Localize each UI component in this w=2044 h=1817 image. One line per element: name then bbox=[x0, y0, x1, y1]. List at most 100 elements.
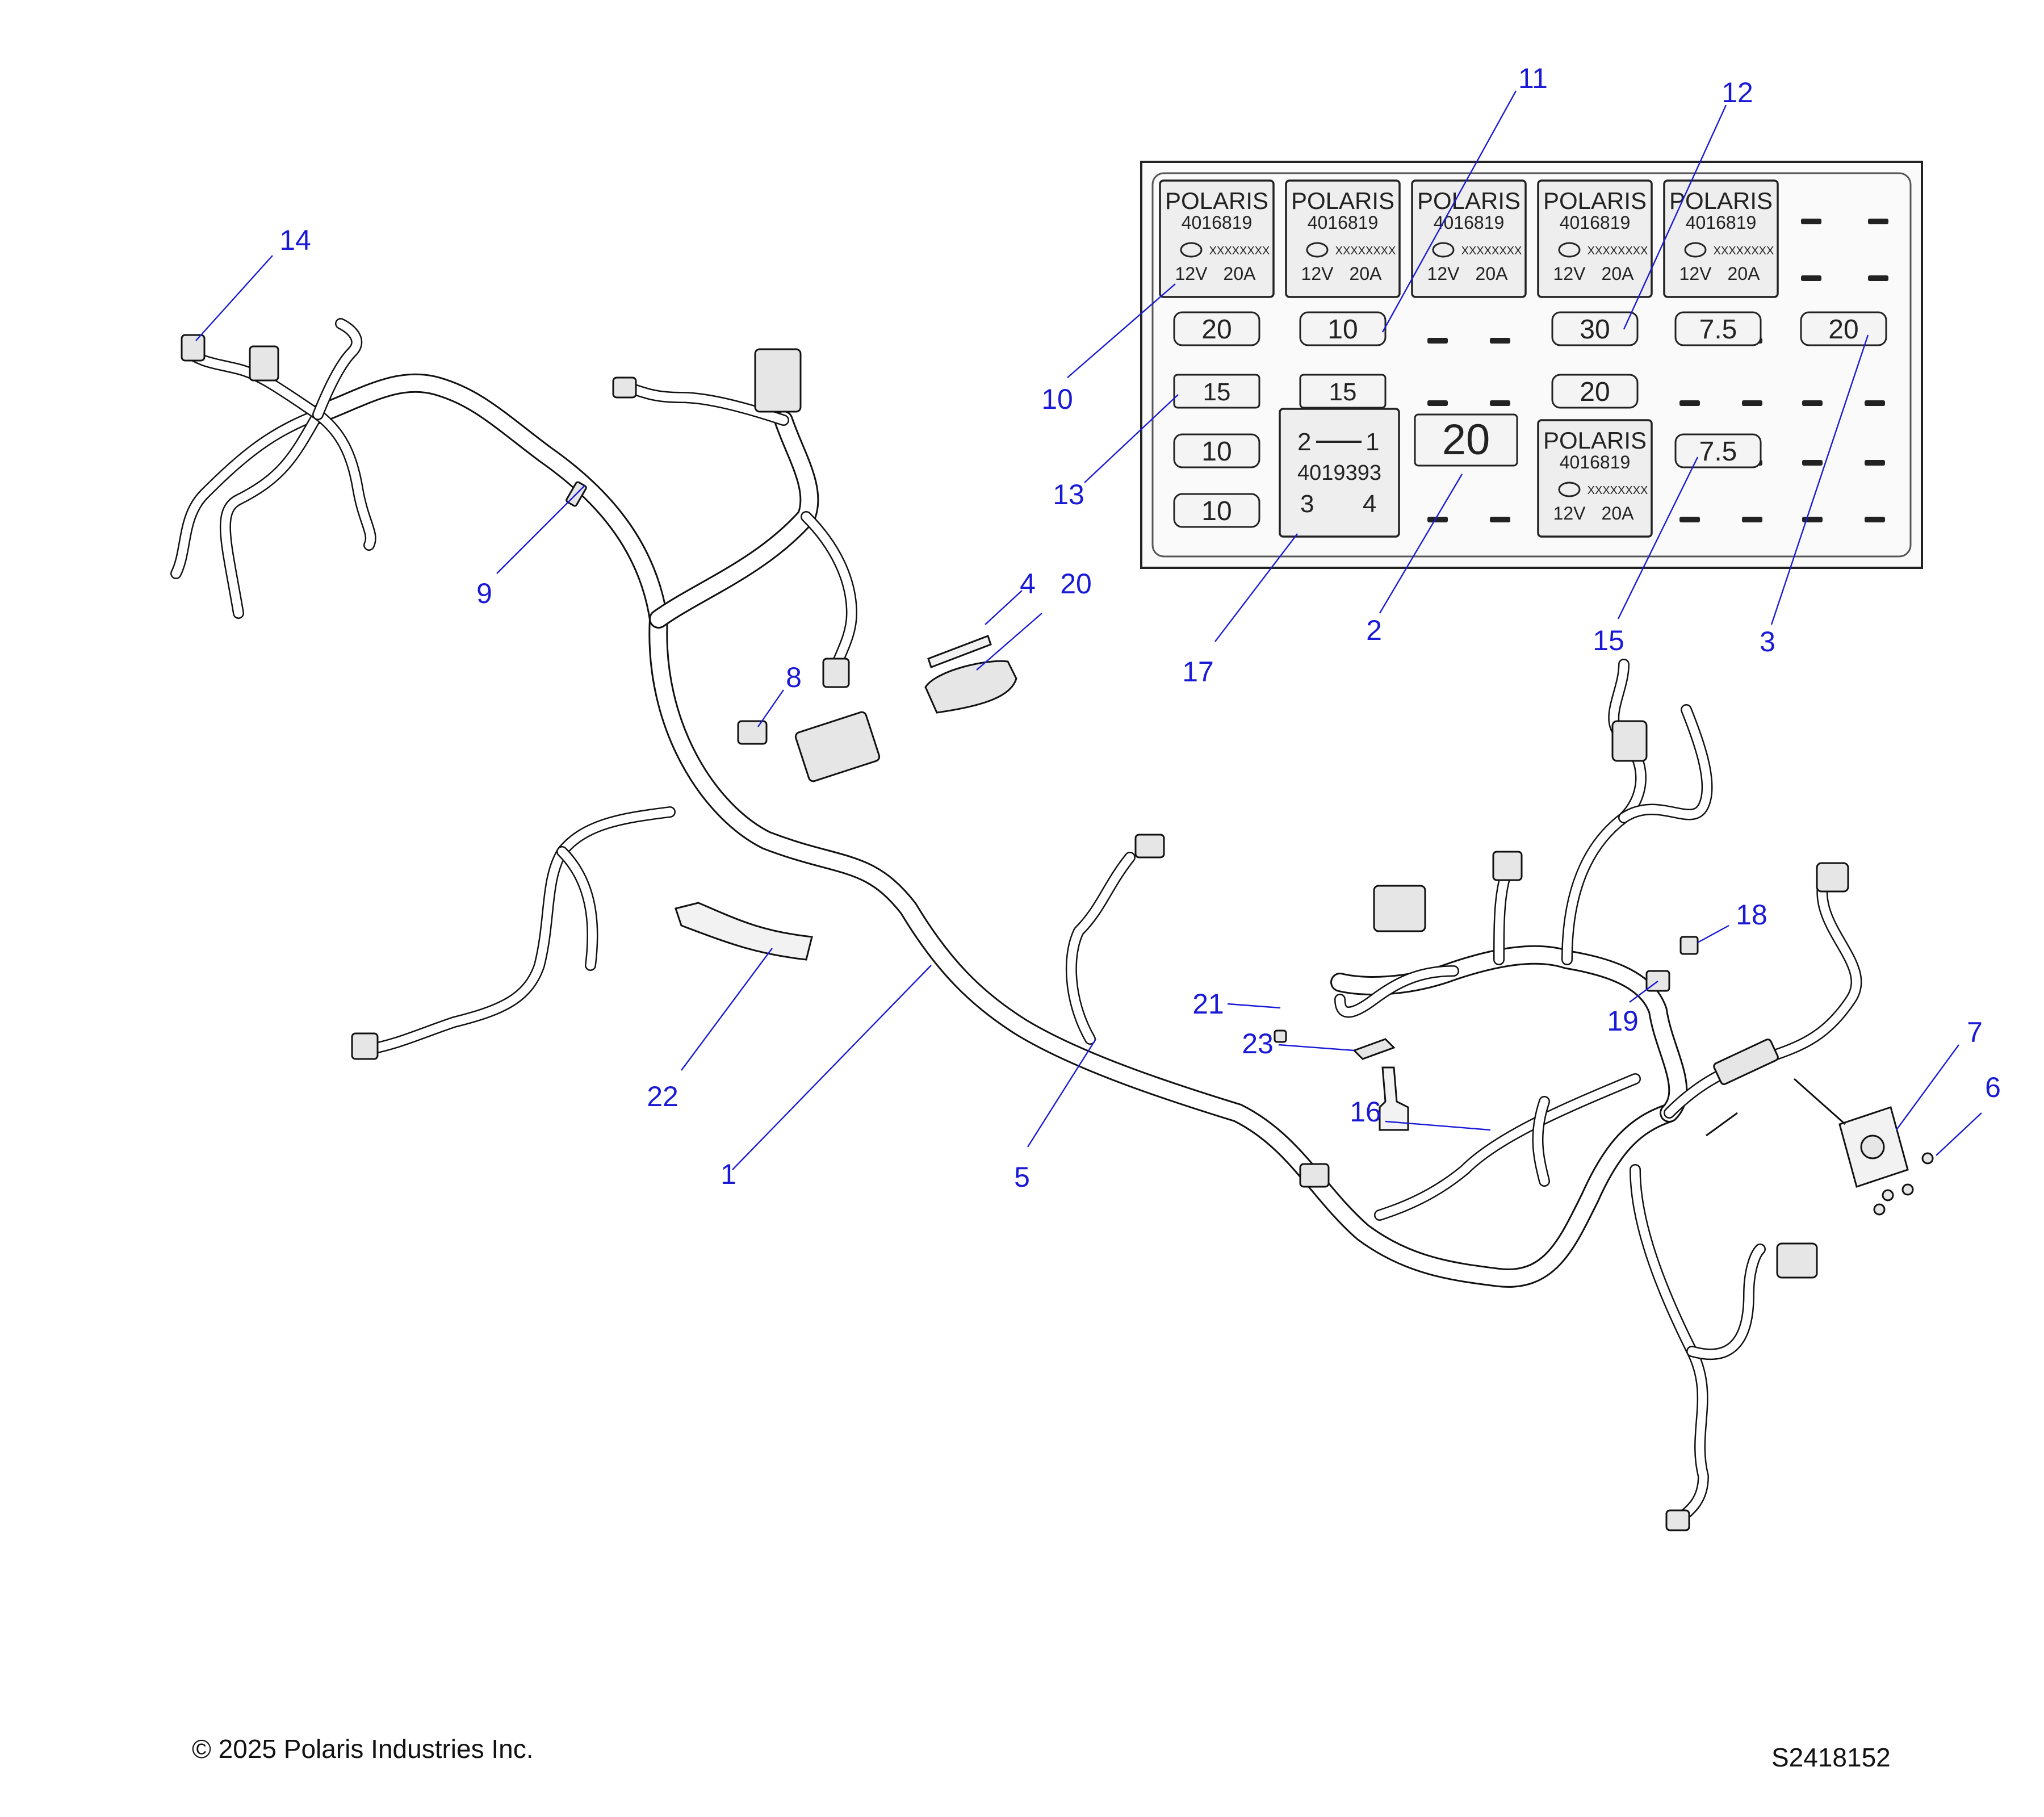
relay-code: XXXXXXXX bbox=[1335, 245, 1396, 257]
terminal-slot bbox=[1801, 219, 1821, 224]
terminal-slot bbox=[1865, 400, 1885, 406]
leader-line bbox=[1770, 334, 1869, 625]
part-callouts: 1 2 3 4 5 6 7 8 9 10 11 12 13 14 15 16 1 bbox=[195, 62, 2001, 1193]
leader-line bbox=[681, 948, 773, 1071]
relay-brand: POLARIS bbox=[1291, 187, 1394, 214]
leader-line bbox=[496, 485, 585, 574]
callout-5: 5 bbox=[1014, 1161, 1030, 1193]
relay-voltage: 12V bbox=[1553, 263, 1586, 284]
fuse: 7.5 bbox=[1674, 433, 1762, 468]
part-16-boot bbox=[1379, 1066, 1409, 1131]
fuse-rating: 20 bbox=[1442, 416, 1490, 464]
leader-line bbox=[985, 590, 1023, 625]
leader-line bbox=[976, 613, 1042, 671]
part-21-clip bbox=[1274, 1029, 1287, 1043]
terminal-slot bbox=[1801, 275, 1821, 281]
diode-pin: 4 bbox=[1363, 490, 1376, 518]
fuse-rating: 7.5 bbox=[1699, 315, 1737, 345]
terminal-slot bbox=[1802, 400, 1823, 406]
callout-17: 17 bbox=[1182, 656, 1214, 688]
upper-connector-block bbox=[754, 348, 802, 413]
fuse-rating: 7.5 bbox=[1699, 437, 1737, 467]
fuse: 20 bbox=[1800, 311, 1887, 346]
leader-line bbox=[1278, 1044, 1355, 1052]
relay-current: 20A bbox=[1602, 263, 1635, 284]
relay-current: 20A bbox=[1602, 503, 1635, 524]
callout-1: 1 bbox=[721, 1158, 736, 1190]
diode-pin: 2 bbox=[1297, 428, 1311, 456]
relay-voltage: 12V bbox=[1679, 263, 1712, 284]
callout-15: 15 bbox=[1593, 625, 1624, 656]
drawing-number: S2418152 bbox=[1771, 1743, 1891, 1772]
relay-current: 20A bbox=[1476, 263, 1509, 284]
relay-voltage: 12V bbox=[1175, 263, 1208, 284]
upper-plug bbox=[612, 376, 637, 399]
fuse-box-outline bbox=[1140, 161, 1923, 569]
part-23-clip bbox=[1352, 1038, 1396, 1060]
rear-cluster-connector bbox=[1373, 885, 1426, 932]
terminal-slot bbox=[1427, 517, 1448, 522]
fuse-rating: 15 bbox=[1203, 378, 1231, 406]
callout-9: 9 bbox=[476, 577, 492, 609]
leader-line bbox=[732, 965, 932, 1170]
leader-line bbox=[1067, 283, 1176, 378]
relay-brand: POLARIS bbox=[1543, 427, 1647, 454]
rear-right-connector bbox=[1816, 862, 1849, 893]
relay-voltage: 12V bbox=[1301, 263, 1334, 284]
rear-lower-connector bbox=[1776, 1242, 1818, 1279]
relay-current: 20A bbox=[1350, 263, 1383, 284]
callout-21: 21 bbox=[1192, 988, 1224, 1020]
terminal-slot bbox=[1679, 517, 1700, 522]
callout-20: 20 bbox=[1060, 568, 1092, 600]
rear-inline-connector bbox=[1713, 1039, 1779, 1085]
callout-7: 7 bbox=[1967, 1016, 1983, 1048]
relay-brand: POLARIS bbox=[1417, 187, 1521, 214]
callout-16: 16 bbox=[1350, 1096, 1381, 1128]
leader-line bbox=[1214, 533, 1298, 642]
leader-line bbox=[1027, 1039, 1097, 1148]
copyright-notice: © 2025 Polaris Industries Inc. bbox=[192, 1734, 534, 1764]
fuse-relay-housing bbox=[794, 711, 881, 782]
terminal-slot bbox=[1865, 517, 1885, 522]
left-end-connector bbox=[351, 1032, 379, 1060]
part-7-grommet-hole bbox=[1860, 1134, 1885, 1159]
relay-code: XXXXXXXX bbox=[1461, 245, 1522, 257]
terminal-slot bbox=[1490, 338, 1510, 344]
callout-2: 2 bbox=[1366, 614, 1382, 646]
relay-logo-icon bbox=[1306, 242, 1329, 258]
diode-pin: 3 bbox=[1300, 490, 1314, 518]
fuse: 10 bbox=[1173, 493, 1260, 528]
terminal-slot bbox=[1490, 517, 1510, 522]
diode-part-number: 4019393 bbox=[1297, 461, 1381, 485]
callout-4: 4 bbox=[1020, 568, 1036, 600]
part-6-screw bbox=[1882, 1189, 1894, 1201]
part-18-connector bbox=[1679, 936, 1699, 955]
part-8-connector bbox=[737, 720, 768, 745]
callout-10: 10 bbox=[1041, 383, 1073, 415]
part-4-label bbox=[927, 635, 992, 668]
callout-11: 11 bbox=[1518, 62, 1548, 94]
leader-line bbox=[1084, 394, 1179, 483]
callout-3: 3 bbox=[1760, 626, 1775, 658]
leader-line bbox=[1381, 90, 1517, 333]
relay-code: XXXXXXXX bbox=[1588, 484, 1648, 497]
fuse-rating: 10 bbox=[1201, 437, 1232, 467]
terminal-slot bbox=[1679, 400, 1700, 406]
relay-code: XXXXXXXX bbox=[1209, 245, 1270, 257]
callout-6: 6 bbox=[1985, 1071, 2001, 1103]
leader-line bbox=[1379, 474, 1463, 614]
fuse-rating: 20 bbox=[1828, 315, 1858, 345]
relay-part-number: 4016819 bbox=[1560, 452, 1631, 472]
fuse-rating: 15 bbox=[1329, 378, 1357, 406]
leader-line bbox=[1227, 1003, 1281, 1009]
fuse-rating: 20 bbox=[1580, 377, 1610, 407]
part-7-guide-line bbox=[1794, 1078, 1846, 1125]
leader-line bbox=[1896, 1044, 1959, 1131]
relay-current: 20A bbox=[1728, 263, 1761, 284]
part-6-screw bbox=[1921, 1152, 1934, 1165]
fuse: 10 bbox=[1299, 311, 1387, 346]
